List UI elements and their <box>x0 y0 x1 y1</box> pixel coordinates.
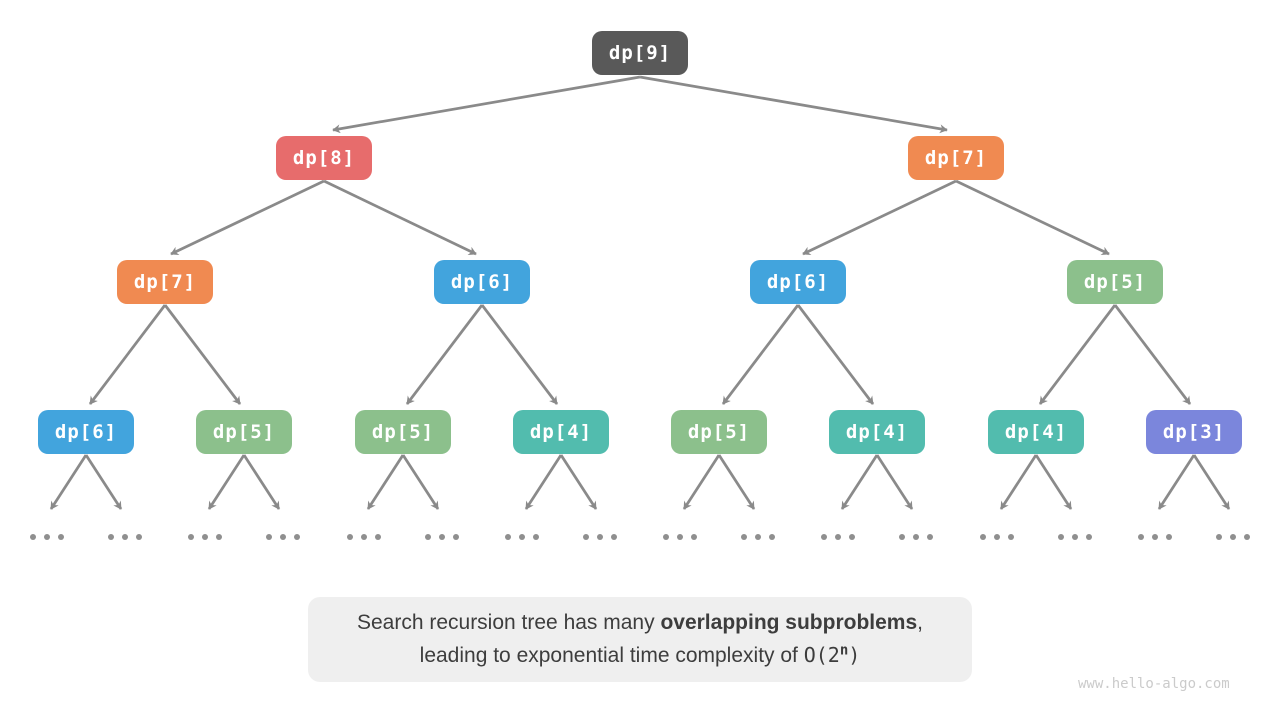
ellipsis-leaf <box>980 534 1014 540</box>
tree-node-dp7-r: dp[7] <box>908 136 1004 180</box>
tree-node-dp4-a: dp[4] <box>513 410 609 454</box>
ellipsis-leaf <box>188 534 222 540</box>
watermark: www.hello-algo.com <box>1078 676 1230 692</box>
caption-line-2: leading to exponential time complexity o… <box>419 642 861 667</box>
ellipsis-leaf <box>821 534 855 540</box>
tree-node-dp7-l: dp[7] <box>117 260 213 304</box>
ellipsis-leaf <box>1216 534 1250 540</box>
tree-node-dp3: dp[3] <box>1146 410 1242 454</box>
tree-node-dp8: dp[8] <box>276 136 372 180</box>
tree-node-dp9: dp[9] <box>592 31 688 75</box>
ellipsis-leaf <box>108 534 142 540</box>
ellipsis-leaf <box>266 534 300 540</box>
tree-node-dp4-b: dp[4] <box>829 410 925 454</box>
ellipsis-leaf <box>1058 534 1092 540</box>
ellipsis-leaf <box>505 534 539 540</box>
tree-node-dp6-a: dp[6] <box>434 260 530 304</box>
ellipsis-leaf <box>347 534 381 540</box>
ellipsis-leaf <box>741 534 775 540</box>
tree-node-dp6-b: dp[6] <box>750 260 846 304</box>
tree-node-dp5-c: dp[5] <box>355 410 451 454</box>
tree-node-dp5-a: dp[5] <box>1067 260 1163 304</box>
caption-line-1: Search recursion tree has many overlappi… <box>356 611 924 634</box>
tree-node-dp5-d: dp[5] <box>671 410 767 454</box>
tree-node-dp4-c: dp[4] <box>988 410 1084 454</box>
tree-node-dp6-c: dp[6] <box>38 410 134 454</box>
ellipsis-leaf <box>30 534 64 540</box>
tree-node-dp5-b: dp[5] <box>196 410 292 454</box>
ellipsis-leaf <box>1138 534 1172 540</box>
ellipsis-leaf <box>583 534 617 540</box>
caption-box: Search recursion tree has many overlappi… <box>308 597 972 682</box>
big-o-formula: O(2n) <box>803 642 861 667</box>
ellipsis-leaf <box>663 534 697 540</box>
ellipsis-leaf <box>899 534 933 540</box>
ellipsis-leaf <box>425 534 459 540</box>
